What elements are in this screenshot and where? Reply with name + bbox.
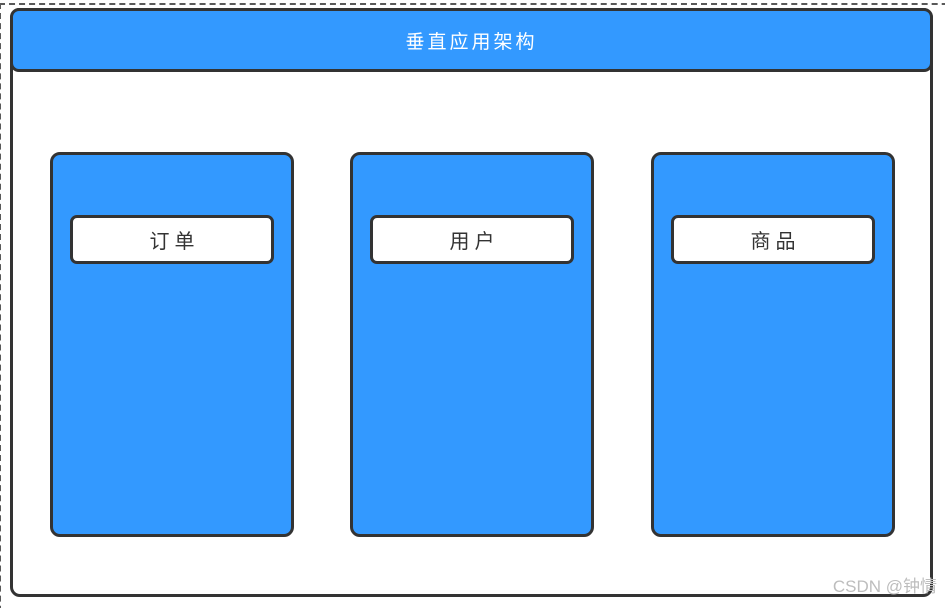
column-label: 订单 xyxy=(149,231,200,253)
column-label-box: 用户 xyxy=(370,215,574,264)
column-label-box: 商品 xyxy=(671,215,875,264)
column-label: 商品 xyxy=(750,231,801,253)
column-orders: 订单 xyxy=(50,152,294,537)
panel-title: 垂直应用架构 xyxy=(405,31,538,53)
panel-title-bar: 垂直应用架构 xyxy=(10,8,933,72)
column-label: 用户 xyxy=(449,231,500,253)
column-products: 商品 xyxy=(651,152,895,537)
watermark: CSDN @钟情 xyxy=(832,577,937,596)
column-users: 用户 xyxy=(350,152,594,537)
column-label-box: 订单 xyxy=(70,215,274,264)
